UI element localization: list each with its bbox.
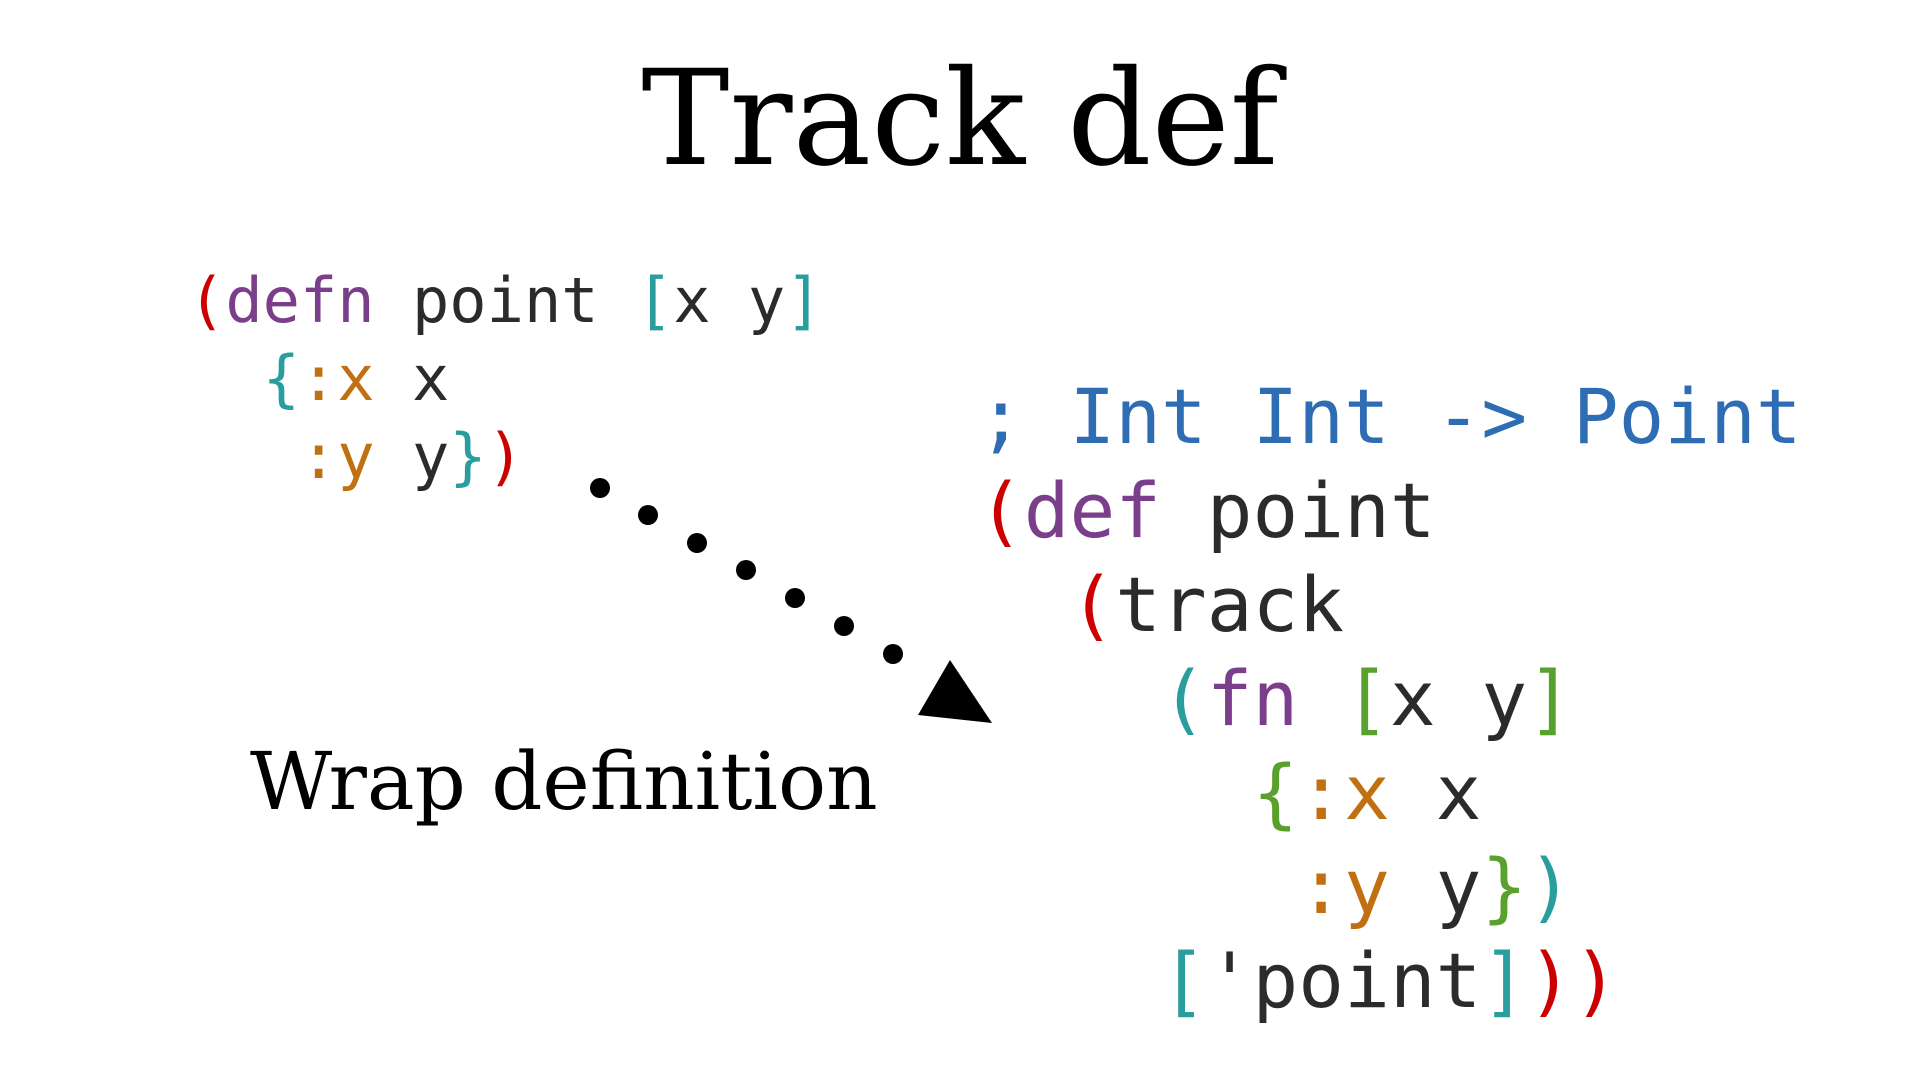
code-line: {:x x xyxy=(188,340,823,418)
code-token: ( xyxy=(188,264,226,337)
code-block-wrapped: ; Int Int -> Point(def point (track (fn … xyxy=(978,370,1802,1028)
caption-wrap-definition: Wrap definition xyxy=(250,735,878,828)
code-line: (def point xyxy=(978,464,1802,558)
code-token: fn xyxy=(1206,654,1299,743)
arrow-dot xyxy=(590,478,610,498)
code-token: { xyxy=(1252,748,1299,837)
slide-title: Track def xyxy=(641,42,1279,196)
code-token: [ xyxy=(1344,654,1390,743)
arrow-head xyxy=(918,660,992,723)
code-token: ] xyxy=(785,264,823,337)
code-token: ) xyxy=(486,420,524,493)
code-token: { xyxy=(262,342,300,415)
code-line: :y y}) xyxy=(188,418,823,496)
code-token: x xyxy=(374,342,450,415)
arrow-dot xyxy=(687,533,707,553)
code-line: ; Int Int -> Point xyxy=(978,370,1802,464)
code-line: {:x x xyxy=(978,746,1802,840)
code-token: point xyxy=(374,264,636,337)
code-token: [ xyxy=(1161,936,1207,1025)
arrow-dot xyxy=(785,588,805,608)
code-token: } xyxy=(449,420,487,493)
code-token: } xyxy=(1481,842,1528,931)
code-token: y xyxy=(1389,842,1482,931)
code-token: ] xyxy=(1481,936,1528,1025)
arrow-dot xyxy=(883,644,903,664)
code-token: ) xyxy=(1527,842,1573,931)
code-token: x y xyxy=(1389,654,1528,743)
code-token: ; Int Int -> Point xyxy=(978,372,1802,461)
code-token: :x xyxy=(299,342,375,415)
code-token: :x xyxy=(1298,748,1390,837)
code-token: x y xyxy=(673,264,786,337)
code-token: y xyxy=(374,420,450,493)
arrow-dot xyxy=(834,616,854,636)
code-token: defn xyxy=(225,264,375,337)
arrow-dot xyxy=(736,560,756,580)
code-token: :y xyxy=(299,420,375,493)
code-line: :y y}) xyxy=(978,840,1802,934)
code-token: ( xyxy=(1161,654,1207,743)
code-token: point xyxy=(1161,466,1436,555)
code-token: ( xyxy=(978,466,1024,555)
code-line: (track xyxy=(978,558,1802,652)
code-token: ] xyxy=(1527,654,1573,743)
code-token: ( xyxy=(1069,560,1116,649)
code-token: 'point xyxy=(1206,936,1482,1025)
code-line: ['point])) xyxy=(978,934,1802,1028)
arrow-dot xyxy=(638,505,658,525)
code-token: ) xyxy=(1527,936,1573,1025)
code-block-original: (defn point [x y] {:x x :y y}) xyxy=(188,262,823,496)
code-token: x xyxy=(1389,748,1482,837)
code-line: (fn [x y] xyxy=(978,652,1802,746)
code-line: (defn point [x y] xyxy=(188,262,823,340)
code-token: ) xyxy=(1572,936,1619,1025)
code-token: track xyxy=(1115,560,1345,649)
code-token: def xyxy=(1023,466,1162,555)
code-token: [ xyxy=(635,264,674,337)
code-token: :y xyxy=(1298,842,1390,931)
